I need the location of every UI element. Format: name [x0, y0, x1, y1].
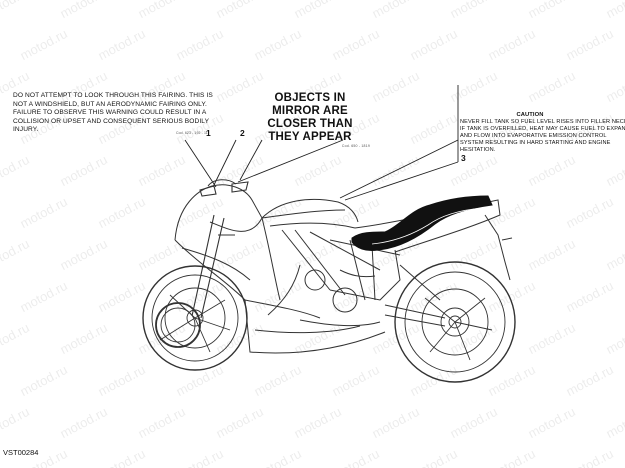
mirrors [199, 181, 249, 197]
leader-line-1 [184, 139, 217, 188]
fairing [174, 179, 386, 354]
label1-text: DO NOT ATTEMPT TO LOOK THROUGH THIS FAIR… [13, 92, 213, 134]
seat [351, 195, 493, 251]
tail-section [354, 199, 513, 281]
label1-code: Cod. 623 - 192 - 11 [176, 131, 208, 135]
callout-number-2: 2 [240, 128, 245, 138]
label2-text: OBJECTS IN MIRROR ARE CLOSER THAN THEY A… [267, 92, 353, 143]
leader-line-2b [237, 139, 344, 183]
label3-heading: CAUTION [516, 112, 544, 118]
warning-label-fairing: DO NOT ATTEMPT TO LOOK THROUGH THIS FAIR… [13, 92, 213, 135]
label2-code: Cod. 650 - 1819 [341, 144, 370, 148]
leader-line-2 [239, 139, 263, 181]
front-fork [191, 214, 235, 319]
callout-number-3: 3 [461, 153, 466, 163]
label3-text: NEVER FILL TANK SO FUEL LEVEL RISES INTO… [460, 119, 625, 153]
callout-number-1: 1 [206, 128, 211, 138]
rear-wheel [394, 261, 516, 383]
leader-line-3b [344, 161, 459, 201]
leader-line-1b [212, 139, 237, 188]
front-wheel [142, 265, 248, 371]
warning-label-mirror: OBJECTS IN MIRROR ARE CLOSER THAN THEY A… [250, 92, 370, 148]
figure-code: VST00284 [3, 448, 39, 457]
fuel-tank-and-frame [261, 198, 446, 327]
warning-label-fuel: CAUTION NEVER FILL TANK SO FUEL LEVEL RI… [460, 112, 625, 154]
leader-line-3 [339, 139, 459, 199]
